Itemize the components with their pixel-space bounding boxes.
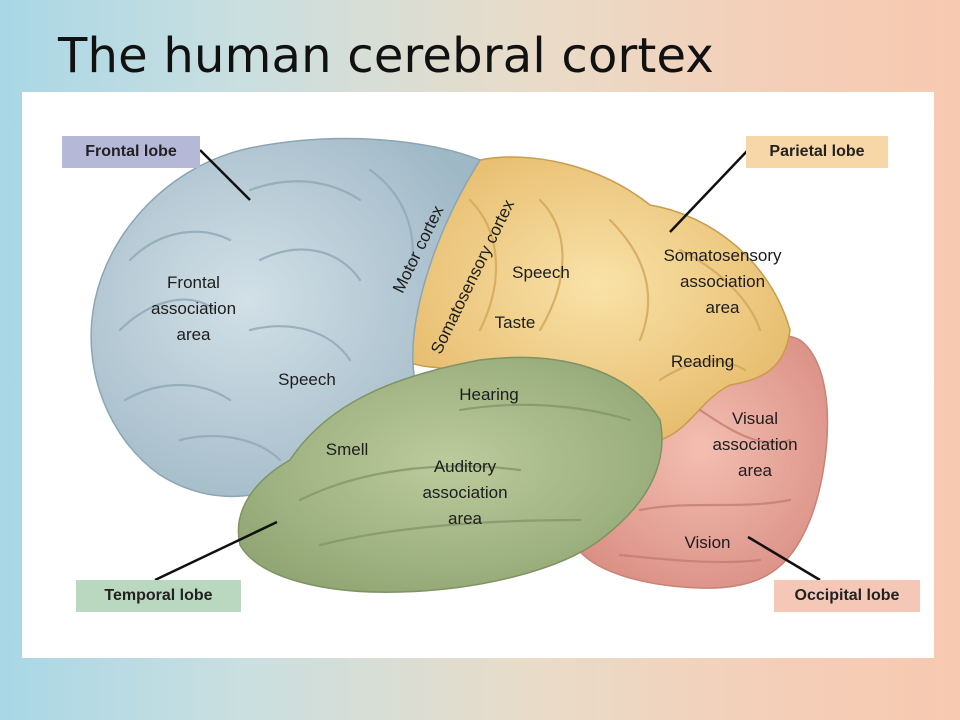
vision-label: Vision [684, 533, 731, 552]
reading-label: Reading [670, 352, 735, 371]
speech-frontal-label: Speech [278, 370, 336, 389]
taste-label: Taste [494, 313, 536, 332]
somatosensory-association-area-label: Somatosensory association area [663, 246, 782, 317]
frontal-association-area-label: Frontal association area [150, 273, 237, 344]
parietal-lobe-label: Parietal lobe [746, 136, 888, 168]
frontal-lobe-label: Frontal lobe [62, 136, 200, 168]
auditory-association-area-label: Auditory association area [422, 457, 508, 528]
temporal-lobe-label: Temporal lobe [76, 580, 241, 612]
occipital-lobe-label: Occipital lobe [774, 580, 920, 612]
diagram-panel [22, 92, 934, 658]
hearing-label: Hearing [459, 385, 519, 404]
visual-association-area-label: Visual association area [712, 409, 798, 480]
slide-title: The human cerebral cortex [58, 28, 714, 84]
smell-label: Smell [325, 440, 369, 459]
speech-parietal-label: Speech [512, 263, 570, 282]
